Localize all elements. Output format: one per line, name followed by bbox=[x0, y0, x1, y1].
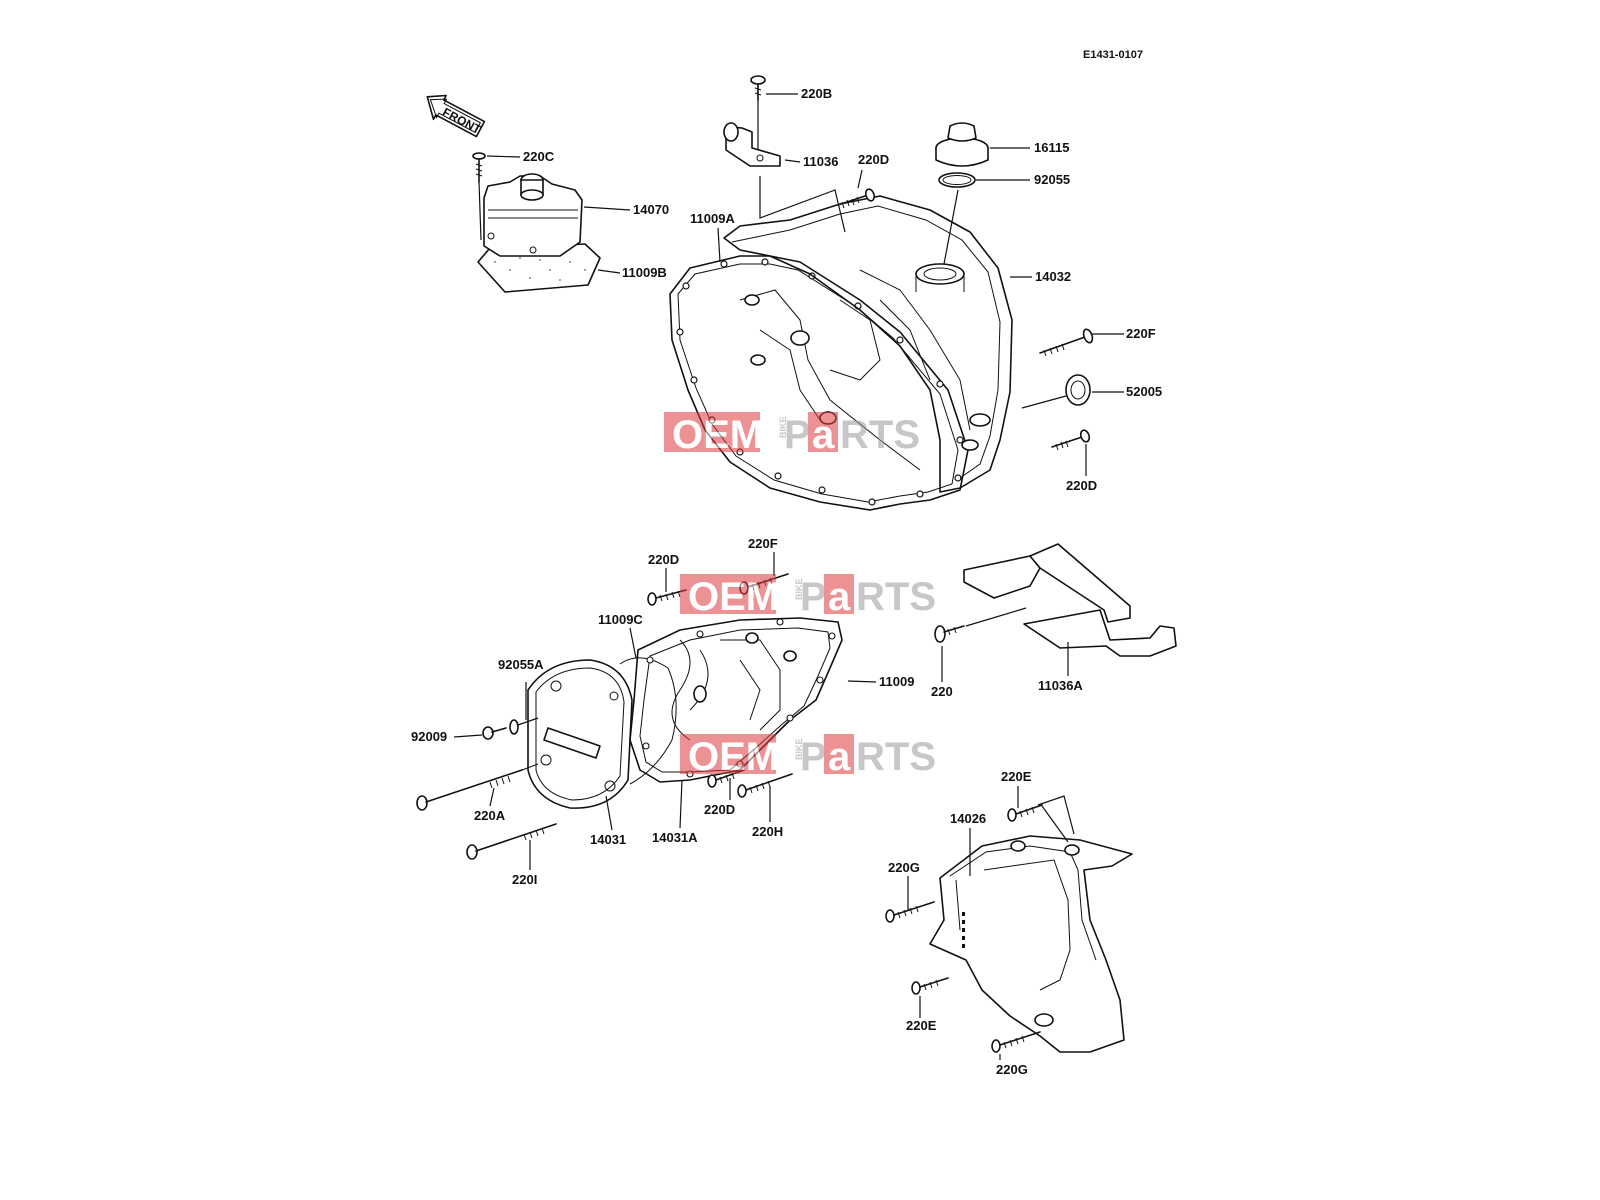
label-220D-top: 220D bbox=[858, 152, 889, 167]
screw-220D-top bbox=[837, 188, 876, 209]
screw-220F-right bbox=[1039, 328, 1094, 357]
label-220B: 220B bbox=[801, 86, 832, 101]
leader-lines bbox=[453, 93, 1124, 1060]
watermark-2: OEM BIKE P a RTS bbox=[680, 574, 936, 619]
label-92055A: 92055A bbox=[498, 657, 544, 672]
diagram-ref-code: E1431-0107 bbox=[1083, 49, 1143, 61]
label-11036: 11036 bbox=[803, 154, 838, 169]
watermark-a-text: a bbox=[812, 413, 835, 457]
screw-220C bbox=[472, 152, 486, 241]
watermark-1: OEM BIKE P a RTS bbox=[664, 412, 920, 457]
screw-220G-bot bbox=[991, 1031, 1041, 1053]
watermark-a-box bbox=[824, 734, 854, 774]
screw-220 bbox=[934, 607, 1027, 643]
label-11009: 11009 bbox=[879, 674, 914, 689]
watermark-bike-text: BIKE bbox=[794, 578, 804, 600]
plug-52005 bbox=[1021, 374, 1091, 409]
bracket-11036A bbox=[963, 543, 1177, 657]
label-220: 220 bbox=[931, 684, 953, 699]
screw-92009 bbox=[482, 726, 507, 740]
watermark-oem-text: OEM bbox=[688, 735, 779, 779]
watermark-rts-text: RTS bbox=[840, 413, 920, 457]
label-14026: 14026 bbox=[950, 811, 986, 826]
watermark-a-text: a bbox=[828, 575, 851, 619]
label-220G-top: 220G bbox=[888, 860, 920, 875]
screw-220G-top bbox=[885, 901, 935, 923]
label-11009A: 11009A bbox=[690, 211, 735, 226]
label-220H: 220H bbox=[752, 824, 783, 839]
label-16115: 16115 bbox=[1034, 140, 1069, 155]
label-92009: 92009 bbox=[411, 729, 447, 744]
label-220E-bot: 220E bbox=[906, 1018, 937, 1033]
watermark-a-box bbox=[808, 412, 838, 452]
label-92055: 92055 bbox=[1034, 172, 1070, 187]
watermark-rts-text: RTS bbox=[856, 735, 936, 779]
washer-92055A bbox=[509, 717, 539, 735]
watermark-bike-text: BIKE bbox=[794, 738, 804, 760]
watermark-a-box bbox=[824, 574, 854, 614]
label-220A: 220A bbox=[474, 808, 506, 823]
label-14031: 14031 bbox=[590, 832, 626, 847]
cover-14070 bbox=[477, 173, 601, 293]
watermark-oem-text: OEM bbox=[672, 413, 763, 457]
label-11009B: 11009B bbox=[622, 265, 667, 280]
label-220F-right: 220F bbox=[1126, 326, 1156, 341]
watermark-p-text: P bbox=[800, 735, 827, 779]
label-14032: 14032 bbox=[1035, 269, 1071, 284]
bolt-220H bbox=[737, 773, 793, 798]
label-220D-right: 220D bbox=[1066, 478, 1097, 493]
front-arrow-icon: FRONT bbox=[426, 94, 486, 138]
part-labels: 220B 220C 14070 11009B 11036 220D 16115 … bbox=[411, 86, 1162, 1077]
label-52005: 52005 bbox=[1126, 384, 1162, 399]
label-14031A: 14031A bbox=[652, 830, 698, 845]
bracket-11036 bbox=[723, 122, 781, 167]
label-220E-top: 220E bbox=[1001, 769, 1032, 784]
watermark-bike-text: BIKE bbox=[778, 416, 788, 438]
screw-220E-top bbox=[1007, 795, 1075, 843]
label-11009C: 11009C bbox=[598, 612, 643, 627]
oring-92055 bbox=[938, 172, 976, 188]
gasket-11009C bbox=[619, 657, 677, 785]
cover-14032 bbox=[669, 195, 1013, 511]
watermark-3: OEM BIKE P a RTS bbox=[680, 734, 936, 779]
label-220F-mid: 220F bbox=[748, 536, 778, 551]
watermark-a-text: a bbox=[828, 735, 851, 779]
label-220G-bot: 220G bbox=[996, 1062, 1028, 1077]
screw-220D-right bbox=[1051, 429, 1091, 451]
bolt-220A bbox=[416, 763, 539, 811]
label-11036A: 11036A bbox=[1038, 678, 1083, 693]
label-220D-low: 220D bbox=[704, 802, 735, 817]
cover-14026 bbox=[929, 835, 1133, 1053]
label-220C: 220C bbox=[523, 149, 555, 164]
watermark-p-text: P bbox=[784, 413, 811, 457]
screw-220D-mid bbox=[647, 589, 687, 606]
watermark-p-text: P bbox=[800, 575, 827, 619]
screw-220B bbox=[750, 75, 766, 154]
watermark-oem-box bbox=[680, 734, 776, 774]
label-14070: 14070 bbox=[633, 202, 669, 217]
cover-14031 bbox=[527, 659, 633, 809]
cap-16115 bbox=[935, 122, 989, 167]
label-220I: 220I bbox=[512, 872, 537, 887]
watermark-oem-box bbox=[680, 574, 776, 614]
watermark-oem-box bbox=[664, 412, 760, 452]
label-220D-mid: 220D bbox=[648, 552, 679, 567]
screw-220E-bot bbox=[911, 977, 949, 995]
watermark-oem-text: OEM bbox=[688, 575, 779, 619]
watermark-rts-text: RTS bbox=[856, 575, 936, 619]
bolt-220I bbox=[466, 823, 557, 860]
